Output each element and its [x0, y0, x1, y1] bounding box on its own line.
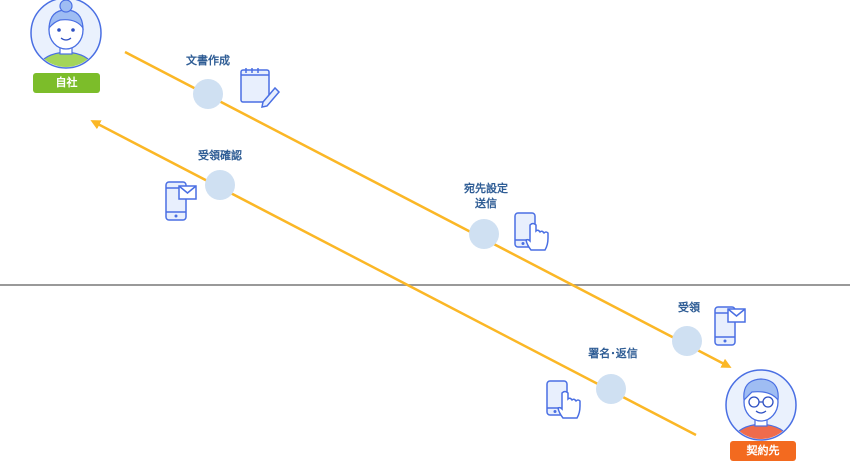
step-dot-confirm: [205, 170, 235, 200]
counterparty-avatar: [725, 369, 797, 441]
phone-mail-icon: [165, 181, 197, 221]
step-dot-receive: [672, 326, 702, 356]
phone-mail-icon: [714, 306, 746, 346]
flow-line-outbound: [124, 50, 732, 368]
step-label-receive: 受領: [678, 301, 700, 314]
step-dot-send: [469, 219, 499, 249]
step-dot-create: [193, 79, 223, 109]
step-label-send: 宛先設定 送信: [464, 182, 508, 210]
step-label-create: 文書作成: [186, 54, 230, 67]
step-label-confirm: 受領確認: [198, 149, 242, 162]
notepad-pencil-icon: [240, 68, 281, 108]
self-avatar: [30, 0, 102, 69]
self-badge: 自社: [33, 73, 100, 93]
step-dot-sign-return: [596, 374, 626, 404]
phone-tap-icon: [546, 380, 581, 419]
counterparty-badge: 契約先: [730, 441, 796, 461]
flow-line-return: [90, 120, 697, 437]
step-label-sign-return: 署名･返信: [588, 347, 638, 360]
phone-tap-icon: [514, 212, 549, 251]
